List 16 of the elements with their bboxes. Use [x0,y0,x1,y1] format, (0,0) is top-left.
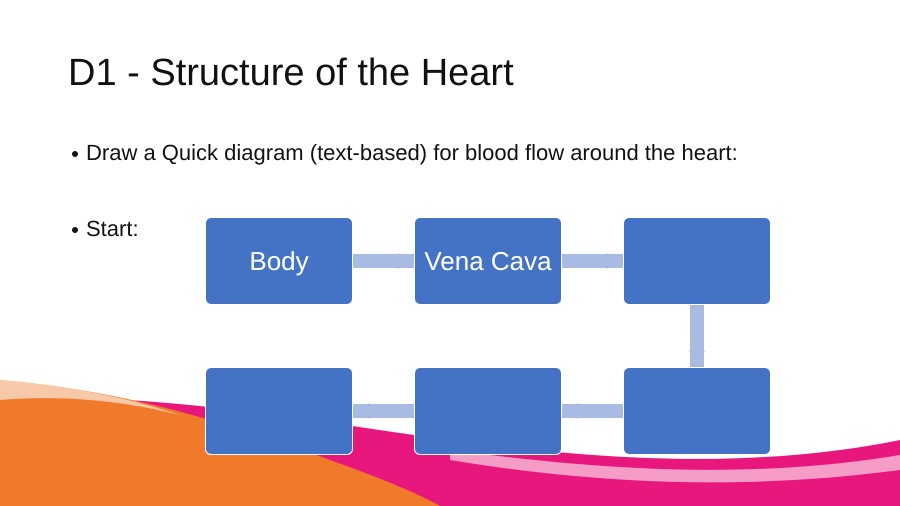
bullet-text: Draw a Quick diagram (text-based) for blood flow around the heart: [86,140,738,166]
block-arrow [562,253,623,269]
block-arrow [689,305,705,367]
empty-process-box [414,367,562,455]
block-arrow [353,253,414,269]
box-label: Body [249,246,309,276]
empty-process-box [623,217,771,305]
bullet-text: Start: [86,216,139,242]
process-box [205,217,353,305]
process-box [414,217,562,305]
box-label: Vena Cava [424,246,552,276]
block-arrow [353,403,414,419]
slide-title: D1 - Structure of the Heart [68,52,514,95]
empty-process-box [623,367,771,455]
block-arrow [562,403,623,419]
empty-process-box [205,367,353,455]
